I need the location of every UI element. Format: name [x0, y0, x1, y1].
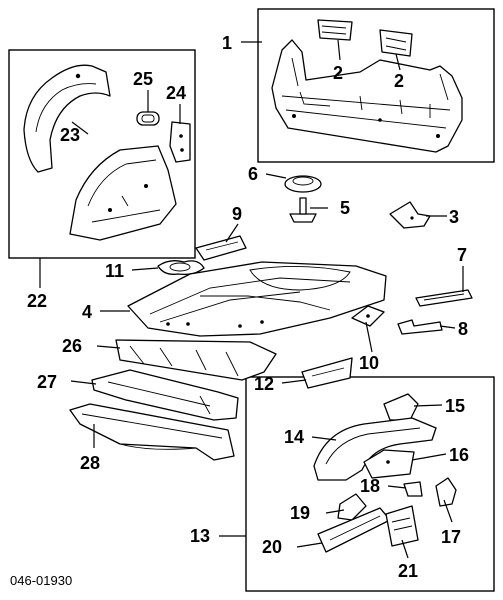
part-1-rear-panel: [271, 39, 463, 153]
part-28-crossmember: [69, 403, 235, 461]
callout-26: 26: [62, 336, 82, 356]
callout-21: 21: [398, 561, 418, 581]
callout-28: 28: [80, 453, 100, 473]
callout-1: 1: [222, 33, 232, 53]
leader-lines: [39, 39, 464, 559]
part-11-pan: [157, 260, 205, 276]
part-23-wheelhouse-outer: [23, 64, 111, 173]
callout-23: 23: [60, 125, 80, 145]
callout-3: 3: [449, 207, 459, 227]
part-5-stud: [289, 197, 317, 223]
part-7-rail: [415, 289, 473, 307]
callout-18: 18: [360, 476, 380, 496]
part-24-bracket: [169, 121, 191, 163]
callout-17: 17: [441, 527, 461, 547]
callout-2a: 2: [333, 63, 343, 83]
callout-9: 9: [232, 204, 242, 224]
callout-8: 8: [458, 319, 468, 339]
part-15-bracket: [383, 393, 419, 421]
callout-24: 24: [166, 83, 186, 103]
part-2-bracket-left: [317, 19, 353, 41]
callout-27: 27: [37, 372, 57, 392]
callout-25: 25: [133, 69, 153, 89]
callout-10: 10: [359, 353, 379, 373]
callout-14: 14: [284, 427, 304, 447]
part-26-crossmember: [115, 339, 277, 381]
part-16-panel: [363, 449, 415, 479]
callout-11: 11: [105, 261, 124, 281]
part-21-panel: [385, 505, 419, 547]
part-14-wheelhouse: [313, 417, 437, 481]
part-18-clip: [403, 481, 423, 497]
group-frame-22: [8, 49, 196, 259]
part-3-bracket: [389, 201, 431, 229]
part-22-inner-wheelhouse: [69, 145, 177, 241]
callout-4: 4: [82, 302, 92, 322]
part-25-grommet: [136, 111, 160, 126]
callout-22: 22: [27, 291, 47, 311]
part-8-clip: [397, 319, 443, 335]
callout-7: 7: [457, 245, 467, 265]
callout-6: 6: [248, 164, 258, 184]
part-9-crossmember: [195, 235, 247, 261]
callout-20: 20: [262, 537, 282, 557]
callout-19: 19: [290, 503, 310, 523]
part-4-rear-floor: [127, 261, 387, 337]
callout-12: 12: [254, 374, 274, 394]
callout-15: 15: [445, 396, 465, 416]
part-12-rail: [301, 357, 353, 389]
callout-13: 13: [190, 526, 210, 546]
part-6-cap: [284, 175, 322, 193]
part-2-bracket-right: [379, 29, 413, 57]
callout-16: 16: [449, 445, 469, 465]
part-27-side-member: [91, 369, 239, 421]
diagram-code: 046-01930: [10, 573, 72, 588]
callout-2b: 2: [394, 71, 404, 91]
part-17-bracket: [435, 477, 457, 507]
group-frame-13: [245, 376, 495, 592]
callout-5: 5: [340, 198, 350, 218]
group-frame-1: [257, 8, 495, 163]
part-10-bracket: [351, 305, 385, 327]
part-19-bracket: [337, 493, 367, 521]
